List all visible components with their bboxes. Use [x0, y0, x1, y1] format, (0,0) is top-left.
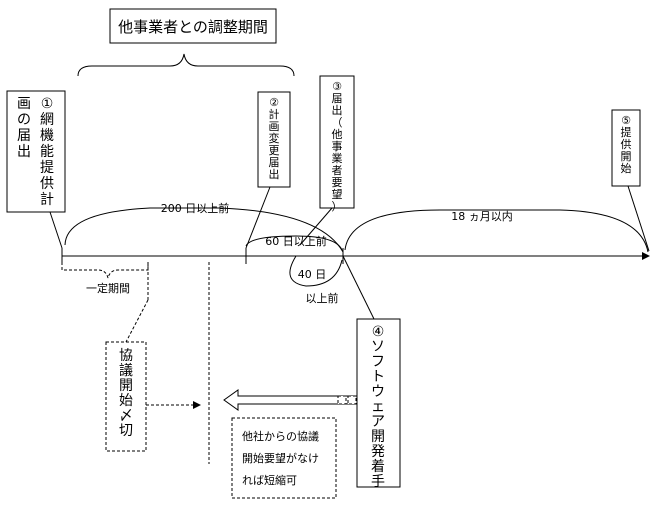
consult-text: 協議開始〆切	[119, 348, 133, 439]
arrow-dash-segment-2	[347, 395, 357, 405]
step3-pointer	[299, 207, 333, 246]
title-text: 他事業者との調整期間	[118, 18, 268, 36]
note-line-2: 開始要望がなけ	[242, 451, 319, 465]
span-18m-label: 18 ヵ月以内	[451, 209, 513, 223]
span-200-label: 200 日以上前	[161, 201, 230, 215]
step4-box	[356, 318, 401, 488]
step2-box	[257, 91, 291, 188]
step5-box	[611, 109, 641, 187]
span-200-arc	[64, 207, 344, 253]
span-60-label: 60 日以上前	[265, 234, 327, 248]
arrow-dash-segment-1	[337, 395, 347, 405]
step1-pointer	[49, 211, 63, 249]
step5-pointer	[627, 185, 650, 252]
span-18m-arc	[344, 209, 649, 253]
span-60-arc	[245, 235, 343, 251]
fixed-period-label: 一定期間	[86, 281, 130, 295]
note-line-3: れば短縮可	[242, 473, 297, 487]
step4-pointer	[342, 255, 375, 320]
fixed-period-bracket	[61, 262, 149, 279]
span-40-arc	[289, 255, 343, 287]
note-box	[231, 417, 337, 499]
step3-box	[319, 75, 355, 209]
note-line-1: 他社からの協議	[242, 429, 319, 443]
shortening-arrow	[223, 389, 358, 411]
span-40-label: 40 日	[298, 268, 327, 281]
step1-box	[6, 90, 66, 213]
adjustment-brace	[77, 53, 295, 77]
span-40-sublabel: 以上前	[306, 291, 339, 305]
consult-box	[105, 341, 147, 452]
consult-connector	[125, 299, 149, 343]
step2-pointer	[245, 186, 271, 249]
step1-text-left: 画の届出	[17, 96, 31, 160]
title-box	[109, 8, 277, 44]
